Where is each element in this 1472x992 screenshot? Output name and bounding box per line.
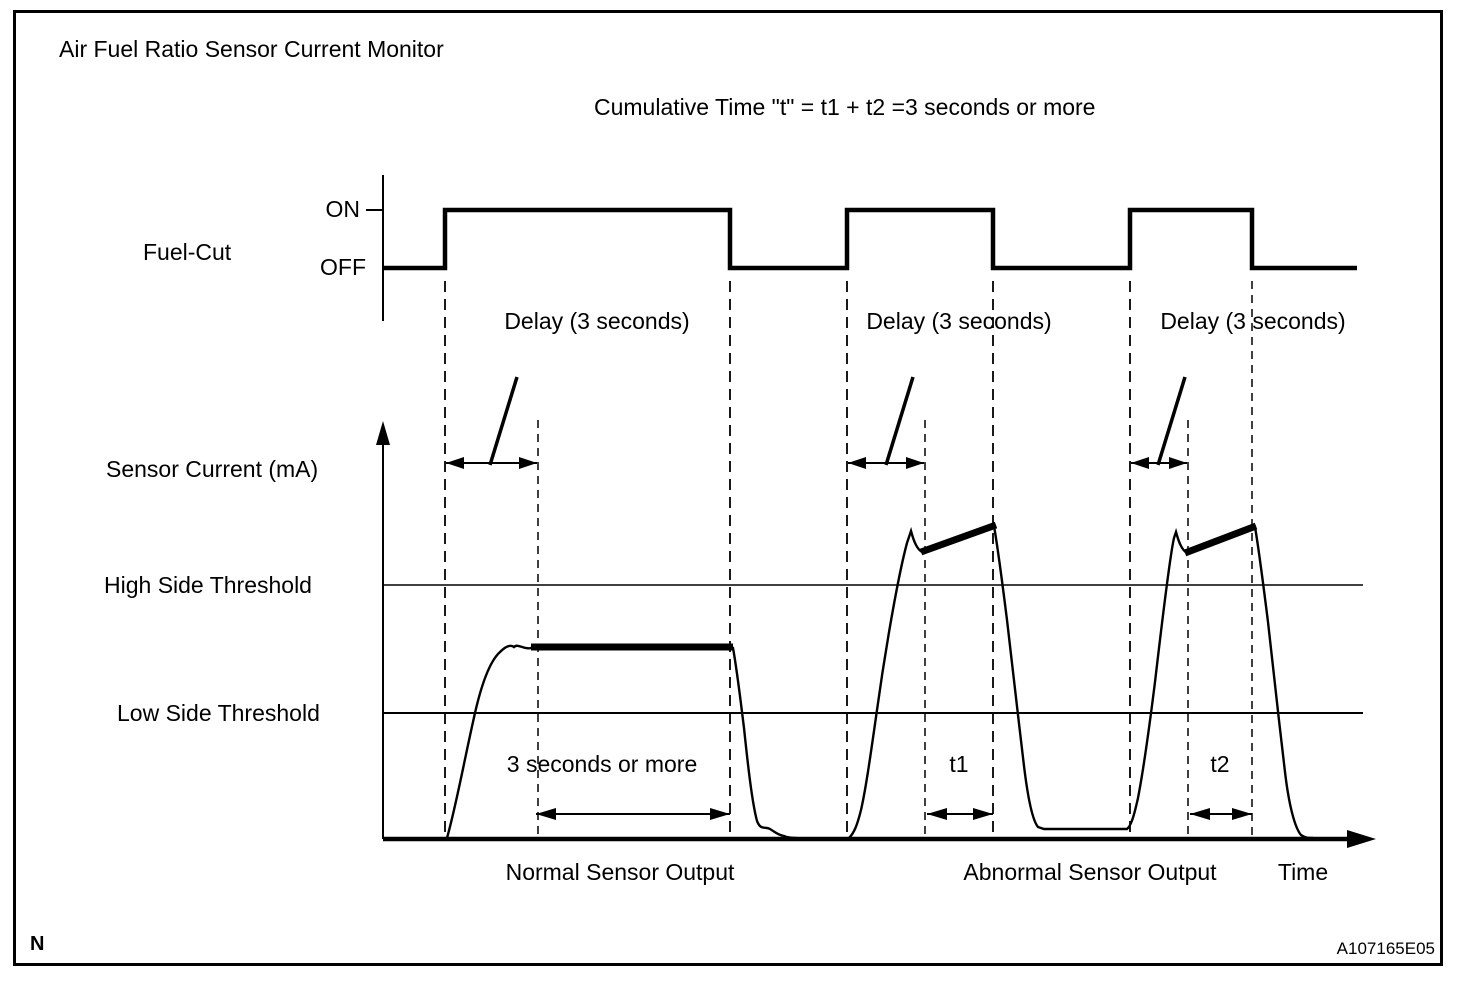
duration-measure-arrows <box>536 808 1252 820</box>
fuel-cut-axis <box>366 175 384 321</box>
cumulative-time-note: Cumulative Time "t" = t1 + t2 =3 seconds… <box>594 94 1096 120</box>
threshold-lines <box>383 584 1363 714</box>
fuel-cut-label: Fuel-Cut <box>143 239 232 265</box>
time-axis <box>383 830 1376 848</box>
abnormal-sensor-output-label: Abnormal Sensor Output <box>963 859 1217 885</box>
low-side-threshold-label: Low Side Threshold <box>117 700 320 726</box>
t2-label: t2 <box>1210 751 1230 777</box>
fuel-cut-off-label: OFF <box>320 254 366 280</box>
figure-code: A107165E05 <box>1336 939 1435 958</box>
dashed-guide-lines <box>444 281 1253 838</box>
delay-measure-arrows <box>446 376 1187 469</box>
high-side-threshold-label: High Side Threshold <box>104 572 312 598</box>
duration-3s-label: 3 seconds or more <box>506 751 698 777</box>
figure-title: Air Fuel Ratio Sensor Current Monitor <box>59 36 444 62</box>
fuel-cut-on-label: ON <box>325 196 361 222</box>
sensor-current-axis <box>376 421 390 839</box>
delay-label-1: Delay (3 seconds) <box>504 308 690 334</box>
sensor-current-axis-label: Sensor Current (mA) <box>106 456 319 482</box>
sensor-waveform-abnormal <box>848 521 1314 840</box>
normal-sensor-output-label: Normal Sensor Output <box>505 859 735 885</box>
fuel-cut-signal <box>383 207 1357 271</box>
t1-label: t1 <box>949 751 969 777</box>
delay-label-3: Delay (3 seconds) <box>1160 308 1346 334</box>
time-axis-label: Time <box>1277 859 1329 885</box>
page-marker: N <box>30 933 45 955</box>
figure-border <box>13 10 1443 966</box>
delay-label-2: Delay (3 seconds) <box>866 308 1052 334</box>
sensor-waveform-normal <box>445 643 797 840</box>
